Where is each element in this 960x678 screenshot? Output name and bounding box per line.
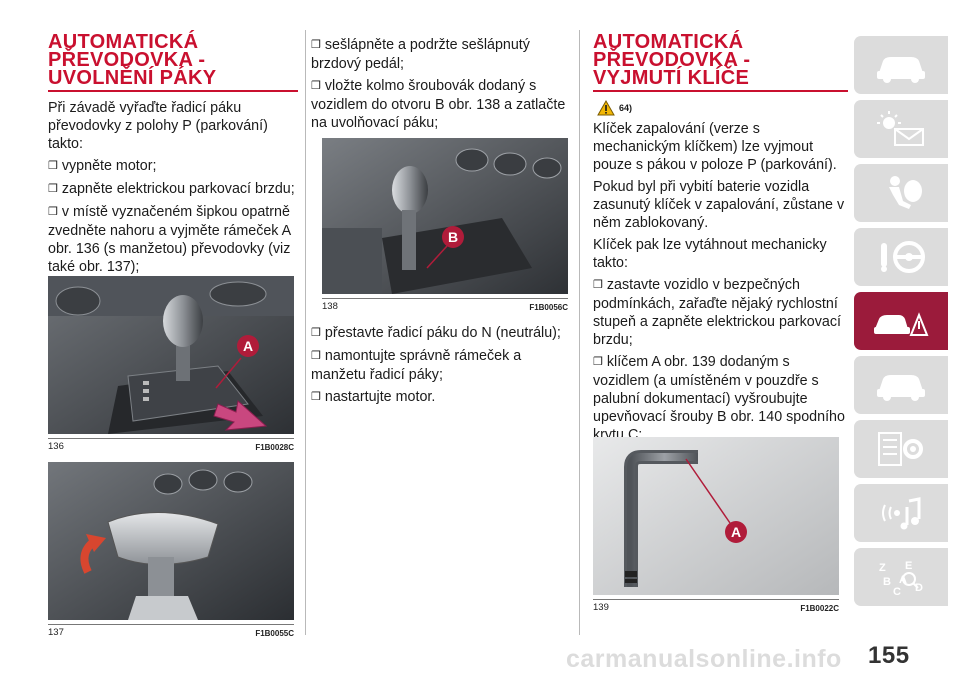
bullet-item: ❒přestavte řadicí páku do N (neutrálu); (311, 325, 561, 341)
section-transmission-unlock: AUTOMATICKÁ PŘEVODOVKA - UVOLNĚNÍ PÁKY P… (48, 0, 298, 276)
chapter-tab-specifications[interactable] (854, 420, 948, 478)
figure-code: F1B0056C (529, 303, 568, 312)
mechanical-key-tool-illustration: A (593, 437, 839, 595)
car-emergency-icon (874, 312, 929, 336)
figure-code: F1B0028C (255, 443, 294, 452)
figure-number: 138 (322, 301, 338, 312)
svg-text:C: C (893, 586, 901, 597)
figure-code: F1B0022C (800, 604, 839, 613)
watermark: carmanualsonline.info (566, 645, 842, 673)
chapter-tab-starting-driving[interactable] (854, 228, 948, 286)
chapter-tab-maintenance[interactable] (854, 356, 948, 414)
warning-lights-icon (877, 111, 924, 146)
callout-b: B (448, 229, 458, 245)
warning-reference: 64) (597, 100, 848, 116)
warning-triangle-icon (597, 100, 615, 116)
airbag-safety-icon (889, 176, 922, 209)
car-maintenance-icon (877, 375, 925, 401)
intro-text: Při závadě vyřaďte řadicí páku převodovk… (48, 100, 268, 152)
figure-number: 137 (48, 627, 64, 638)
chapter-tab-multimedia[interactable] (854, 484, 948, 542)
shifter-bezel-illustration (48, 462, 294, 620)
warning-note-ref: 64) (619, 103, 633, 113)
callout-a: A (731, 524, 741, 540)
callout-a: A (243, 338, 253, 354)
svg-text:D: D (915, 582, 923, 594)
bullet-item: ❒klíčem A obr. 139 dodaným s vozidlem (a… (593, 354, 845, 443)
bullet-item: ❒vypněte motor; (48, 158, 157, 174)
chapter-tab-dashboard[interactable] (854, 36, 948, 94)
bullet-item: ❒v místě vyznačeném šipkou opatrně zvedn… (48, 204, 291, 275)
chapter-tab-safety[interactable] (854, 164, 948, 222)
figure-number: 136 (48, 441, 64, 452)
chapter-tab-emergency[interactable] (854, 292, 948, 350)
figure-caption: 136 F1B0028C (48, 438, 294, 452)
section-key-removal: AUTOMATICKÁ PŘEVODOVKA - VYJMUTÍ KLÍČE 6… (593, 0, 848, 444)
steering-wheel-icon (881, 241, 925, 273)
figure-number: 139 (593, 602, 609, 613)
bullet-item: ❒namontujte správně rámeček a manžetu řa… (311, 348, 522, 383)
multimedia-icon (882, 497, 921, 530)
svg-text:E: E (905, 560, 912, 572)
page-number: 155 (868, 642, 910, 669)
body-paragraph: Pokud byl při vybití baterie vozidla zas… (593, 179, 845, 231)
shifter-release-illustration: B (322, 138, 568, 294)
figure-139: A 139 F1B0022C (593, 437, 839, 615)
section-transmission-unlock-end: ❒přestavte řadicí páku do N (neutrálu); … (311, 324, 573, 407)
body-paragraph: Klíček zapalování (verze s mechanickým k… (593, 121, 837, 173)
bullet-item: ❒zapněte elektrickou parkovací brzdu; (48, 181, 295, 197)
bullet-item: ❒sešlápněte a podržte sešlápnutý brzdový… (311, 37, 530, 72)
heading-underline (593, 90, 848, 92)
figure-136: A 136 F1B0028C (48, 276, 294, 454)
caption-rule (593, 599, 839, 600)
bullet-item: ❒nastartujte motor. (311, 389, 436, 405)
bullet-item: ❒vložte kolmo šroubovák dodaný s vozidle… (311, 78, 566, 131)
specifications-gear-icon (878, 432, 923, 466)
column-divider (305, 30, 306, 635)
gear-shifter-illustration: A (48, 276, 294, 434)
svg-text:Z: Z (879, 562, 886, 574)
figure-code: F1B0055C (255, 629, 294, 638)
caption-rule (48, 438, 294, 439)
figure-caption: 137 F1B0055C (48, 624, 294, 638)
body-paragraph: Klíček pak lze vytáhnout mechanicky takt… (593, 237, 827, 271)
heading-underline (48, 90, 298, 92)
svg-text:B: B (883, 576, 891, 588)
column-divider (579, 30, 580, 635)
section-heading: AUTOMATICKÁ PŘEVODOVKA - UVOLNĚNÍ PÁKY (48, 31, 217, 89)
caption-rule (48, 624, 294, 625)
figure-137: 137 F1B0055C (48, 462, 294, 640)
figure-138: B 138 F1B0056C (322, 138, 568, 314)
bullet-item: ❒zastavte vozidlo v bezpečných podmínkác… (593, 277, 841, 348)
figure-caption: 138 F1B0056C (322, 298, 568, 312)
car-dashboard-icon (877, 57, 925, 83)
section-transmission-unlock-continued: ❒sešlápněte a podržte sešlápnutý brzdový… (311, 36, 573, 132)
section-heading: AUTOMATICKÁ PŘEVODOVKA - VYJMUTÍ KLÍČE (593, 31, 751, 89)
caption-rule (322, 298, 568, 299)
figure-caption: 139 F1B0022C (593, 599, 839, 613)
chapter-tab-warning-lights[interactable] (854, 100, 948, 158)
